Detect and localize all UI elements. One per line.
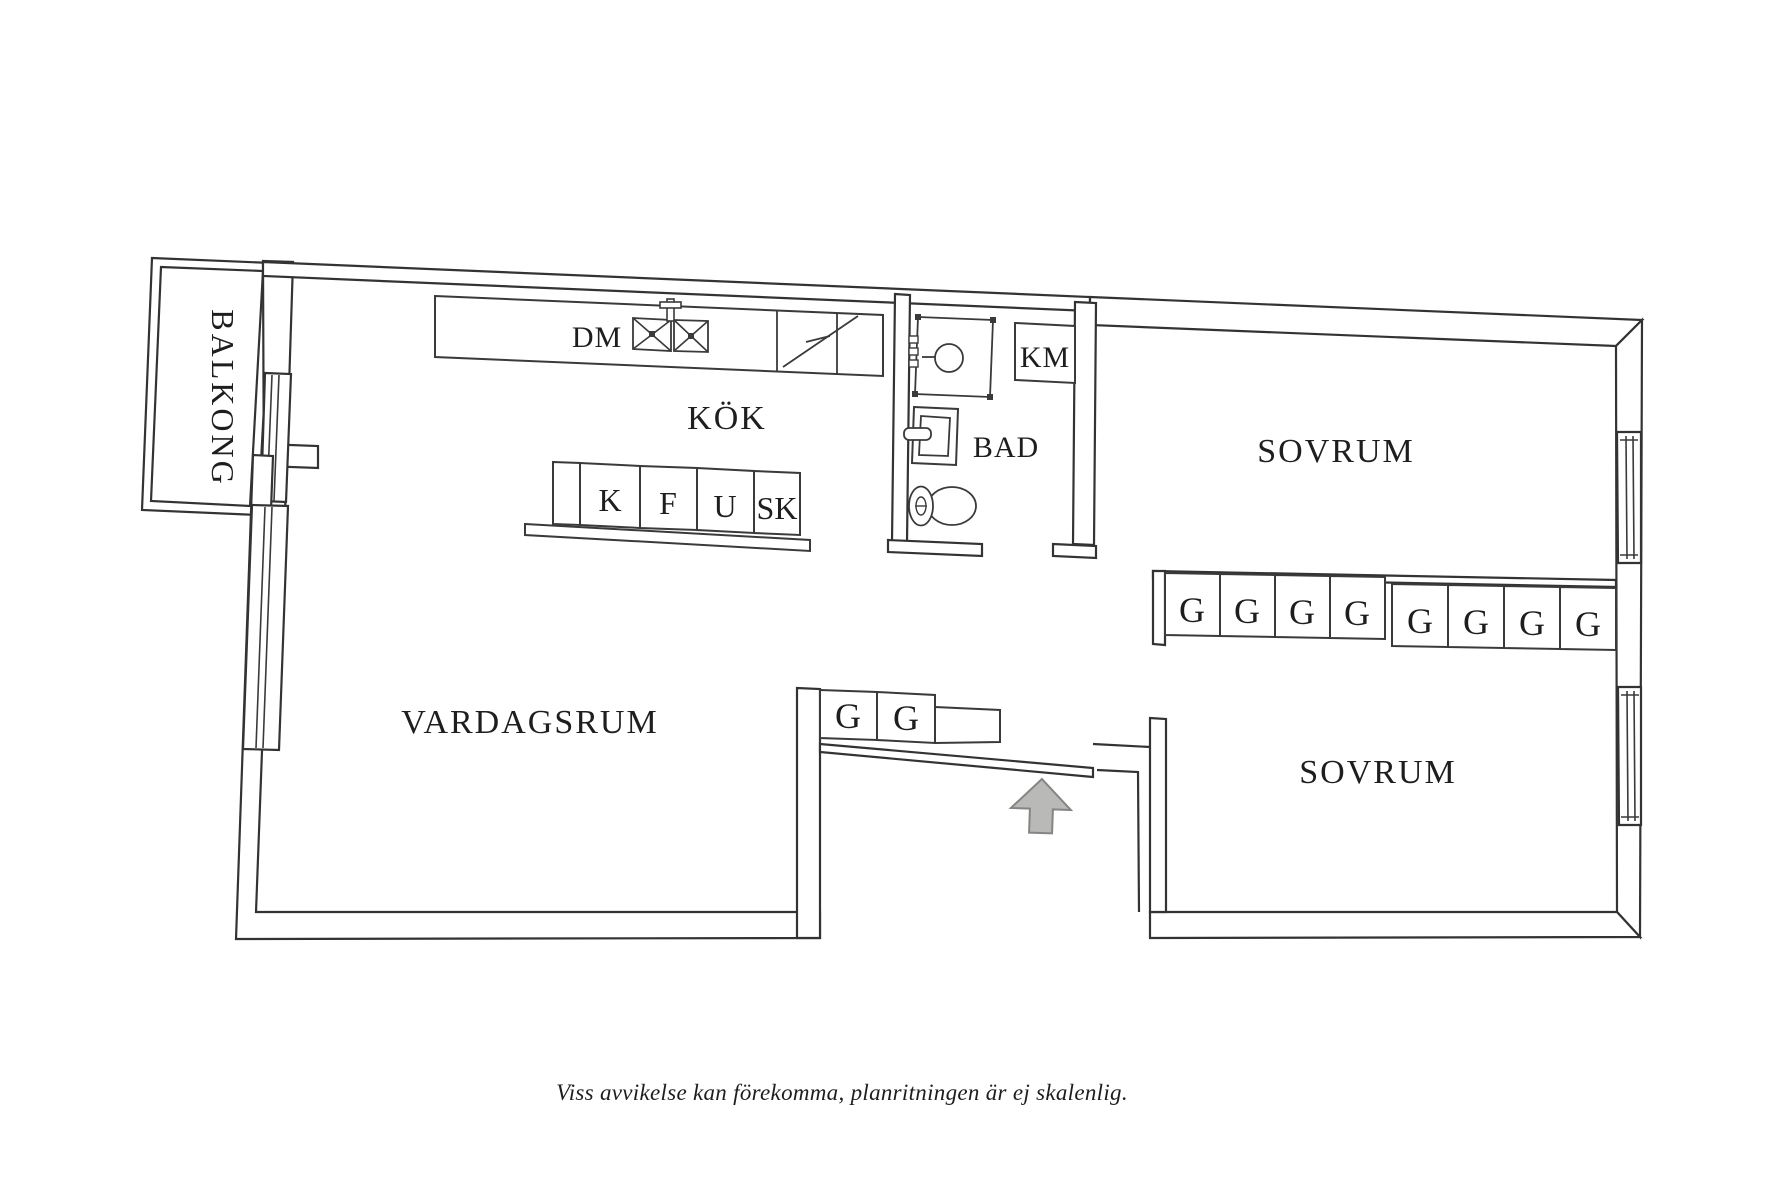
living-room-window-icon xyxy=(241,503,290,752)
wardrobe-row-upper: G G G G xyxy=(1164,571,1386,641)
wardrobe-cell: G xyxy=(1407,601,1433,641)
entrance-arrow-icon xyxy=(1008,777,1074,835)
bedroom-top-window-icon xyxy=(1615,430,1643,565)
wardrobe-bracket-wall xyxy=(1151,569,1167,647)
entrance-niche-walls xyxy=(1092,742,1151,913)
bedroom-bottom-label: SOVRUM xyxy=(1299,754,1456,791)
cabinet-f-label: F xyxy=(659,485,677,521)
toilet-icon xyxy=(908,485,977,527)
shower-icon xyxy=(908,314,996,400)
wardrobe-cell: G xyxy=(1289,592,1315,632)
wardrobe-cell: G xyxy=(1344,593,1370,633)
entrance-wall xyxy=(818,742,1095,779)
cabinet-sk-label: SK xyxy=(757,490,798,526)
kitchen-label: KÖK xyxy=(687,400,767,437)
cabinet-base-strip xyxy=(524,522,811,553)
wardrobe-cell: G xyxy=(1519,603,1545,643)
hall-west-wall xyxy=(795,686,822,940)
counter-outline xyxy=(434,294,884,378)
wardrobe-cell: G xyxy=(893,698,919,738)
hall-closet-step xyxy=(934,705,1001,745)
right-wall xyxy=(1614,317,1644,940)
balcony-wall-inner xyxy=(149,265,265,508)
disclaimer-text: Viss avvikelse kan förekomma, planritnin… xyxy=(556,1080,1128,1105)
bathroom-east-wall-foot xyxy=(1051,542,1098,560)
bathroom-west-wall-foot xyxy=(886,538,984,558)
bathroom-east-wall xyxy=(1071,300,1098,547)
stove-icon xyxy=(776,310,859,374)
cabinet-u-label: U xyxy=(713,488,736,524)
kitchen-sink-icon xyxy=(632,298,709,353)
wardrobe-cell: G xyxy=(1575,604,1601,644)
wardrobe-row-lower: G G G G xyxy=(1391,582,1617,652)
kitchen-counter: DM xyxy=(434,294,884,378)
faucet-icon xyxy=(666,298,675,322)
balcony-label: BALKONG xyxy=(205,309,241,486)
bathroom-label: BAD xyxy=(973,431,1039,464)
dishwasher-label: DM xyxy=(572,321,622,354)
washing-machine-label: KM xyxy=(1020,341,1070,374)
living-room-label: VARDAGSRUM xyxy=(401,704,658,741)
walls xyxy=(140,256,1645,941)
wardrobe-cell: G xyxy=(1463,602,1489,642)
bedroom-bottom-west-wall xyxy=(1148,716,1168,914)
bottom-wall-east xyxy=(1148,910,1643,940)
bathroom-sink-icon xyxy=(903,405,960,467)
wardrobe-cell: G xyxy=(1234,591,1260,631)
wardrobe-cell: G xyxy=(835,696,861,736)
kitchen-cabinet-row: K F U SK xyxy=(524,460,811,553)
bathroom-west-wall xyxy=(890,292,912,545)
cabinet-k-label: K xyxy=(598,482,621,518)
bedroom-bottom-window-icon xyxy=(1616,685,1643,827)
wardrobe-cell: G xyxy=(1179,590,1205,630)
hall-closet: G G xyxy=(819,688,1001,745)
washing-machine-box: KM xyxy=(1014,321,1076,385)
bedroom-top-label: SOVRUM xyxy=(1257,433,1414,470)
